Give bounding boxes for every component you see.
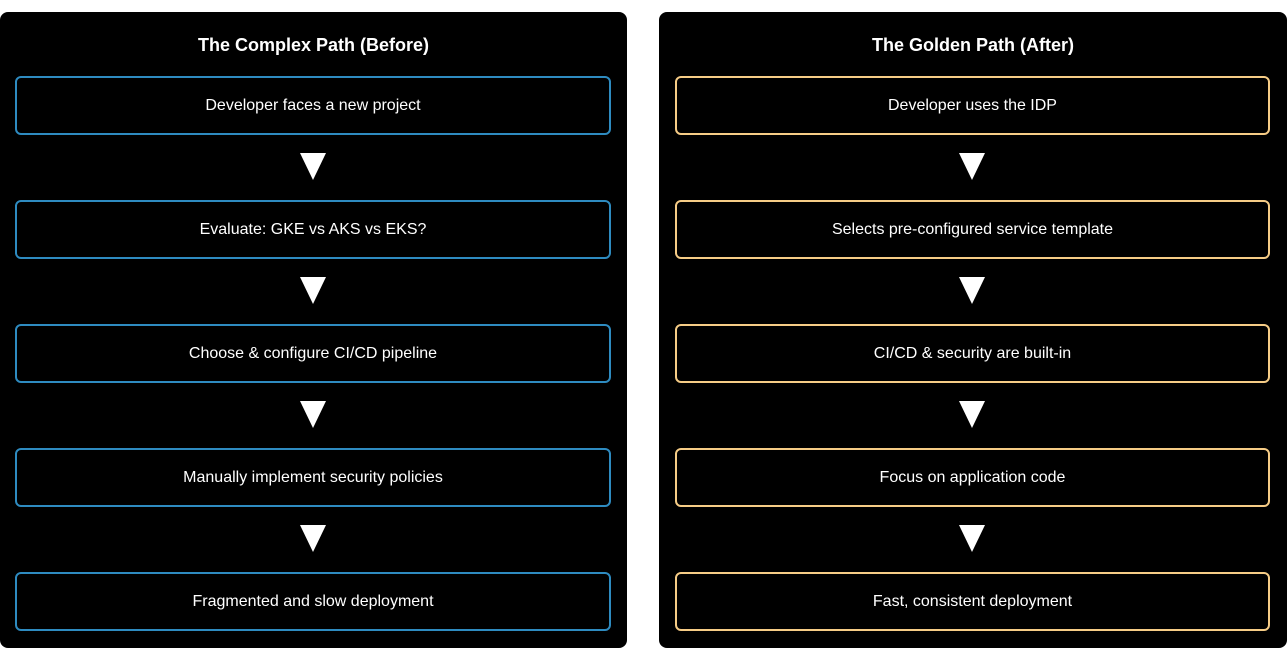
- after-step-2: Selects pre-configured service template: [675, 200, 1270, 259]
- down-arrow-icon: [959, 525, 985, 552]
- down-arrow-icon: [959, 153, 985, 180]
- down-arrow-icon: [959, 401, 985, 428]
- before-step-3: Choose & configure CI/CD pipeline: [15, 324, 611, 383]
- before-panel-title: The Complex Path (Before): [197, 35, 430, 55]
- down-arrow-icon: [300, 401, 326, 428]
- after-panel: The Golden Path (After) Developer uses t…: [659, 12, 1287, 648]
- before-step-1: Developer faces a new project: [15, 76, 611, 135]
- after-panel-title: The Golden Path (After): [872, 35, 1074, 55]
- down-arrow-icon: [300, 277, 326, 304]
- after-step-5: Fast, consistent deployment: [675, 572, 1270, 631]
- down-arrow-icon: [300, 525, 326, 552]
- before-step-5: Fragmented and slow deployment: [15, 572, 611, 631]
- before-panel: The Complex Path (Before) Developer face…: [0, 12, 627, 648]
- after-step-4: Focus on application code: [675, 448, 1270, 507]
- before-step-4: Manually implement security policies: [15, 448, 611, 507]
- after-step-1: Developer uses the IDP: [675, 76, 1270, 135]
- down-arrow-icon: [959, 277, 985, 304]
- before-step-2: Evaluate: GKE vs AKS vs EKS?: [15, 200, 611, 259]
- after-step-3: CI/CD & security are built-in: [675, 324, 1270, 383]
- down-arrow-icon: [300, 153, 326, 180]
